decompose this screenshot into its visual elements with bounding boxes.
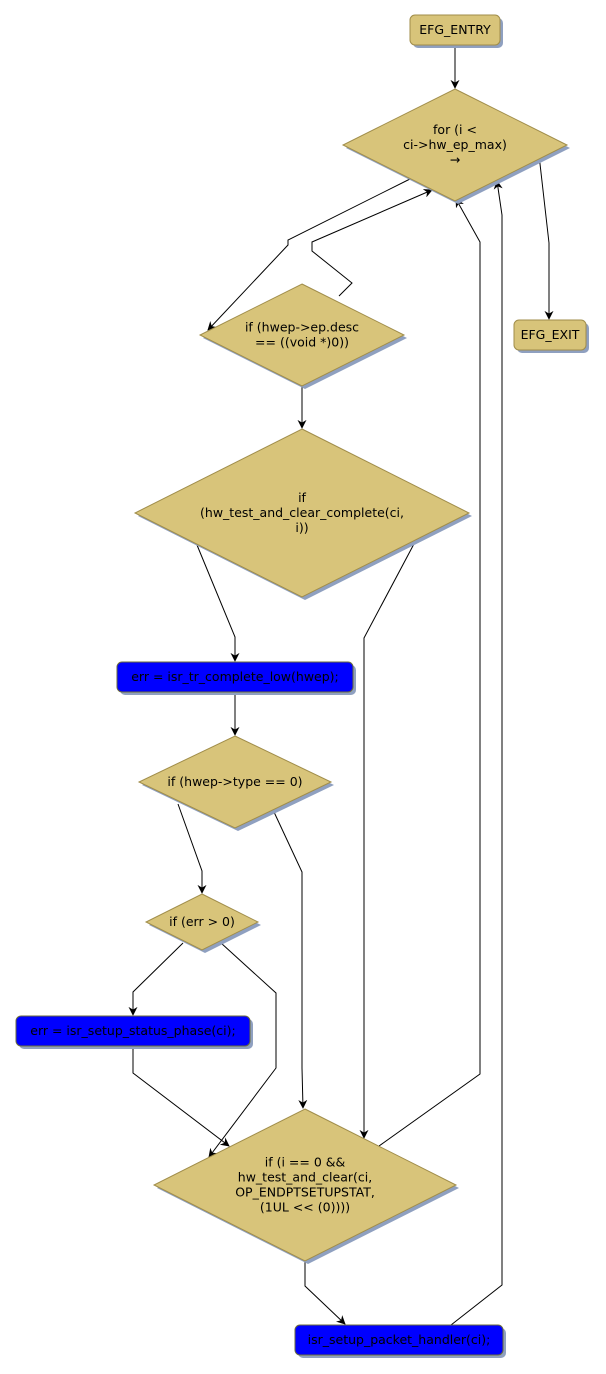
terminal-box (409, 14, 501, 46)
node-label-line: isr_setup_packet_handler(ci); (308, 1332, 491, 1347)
node-exit[interactable]: EFG_EXIT (513, 319, 589, 353)
statement-box (15, 1015, 251, 1047)
node-label-line: i)) (295, 520, 308, 535)
node-label-line: hw_test_and_clear(ci, (238, 1170, 372, 1185)
node-label-line: for (i < (433, 122, 477, 137)
node-label-line: == ((void *)0)) (255, 335, 349, 350)
edge-if-type-to-if-err (177, 803, 207, 894)
node-status-phase[interactable]: err = isr_setup_status_phase(ci); (15, 1015, 253, 1049)
decision-diamond (137, 735, 333, 829)
node-packet-handler[interactable]: isr_setup_packet_handler(ci); (294, 1324, 506, 1358)
decision-diamond (152, 1108, 458, 1262)
edge-if-err-to-if-setup (208, 942, 277, 1158)
node-label-line: (hw_test_and_clear_complete(ci, (200, 505, 404, 520)
edge-packet-handler-to-for-loop (450, 180, 503, 1326)
node-label-line: EFG_ENTRY (419, 22, 491, 37)
node-entry[interactable]: EFG_ENTRY (409, 14, 503, 48)
edge-for-loop-to-exit (538, 154, 554, 320)
node-label-line: if (hwep->ep.desc (245, 320, 359, 335)
node-if-err[interactable]: if (err > 0) (144, 893, 261, 953)
edge-if-complete-to-if-setup (359, 541, 416, 1139)
node-if-type[interactable]: if (hwep->type == 0) (137, 735, 334, 831)
node-label-line: EFG_EXIT (521, 327, 580, 342)
decision-diamond (144, 893, 260, 951)
terminal-box (513, 319, 587, 351)
edge-if-complete-to-tr-complete (196, 544, 240, 662)
edges-layer (128, 45, 554, 1326)
node-label-line: OP_ENDPTSETUPSTAT, (235, 1185, 375, 1200)
node-label-line: if (hwep->type == 0) (167, 774, 302, 789)
node-label-line: if (err > 0) (169, 914, 235, 929)
edge-if-type-to-if-setup (273, 811, 308, 1109)
decision-diamond (341, 88, 569, 202)
node-for-loop[interactable]: for (i <ci->hw_ep_max)→ (341, 88, 570, 204)
node-tr-complete[interactable]: err = isr_tr_complete_low(hwep); (116, 661, 356, 695)
node-label-line: (1UL << (0)))) (260, 1200, 350, 1215)
edge-status-phase-to-if-setup (132, 1046, 230, 1147)
node-label-line: ci->hw_ep_max) (403, 137, 507, 152)
node-if-desc[interactable]: if (hwep->ep.desc== ((void *)0)) (198, 283, 407, 389)
edge-if-setup-to-packet-handler (304, 1261, 346, 1325)
node-if-complete[interactable]: if(hw_test_and_clear_complete(ci,i)) (133, 428, 472, 600)
node-if-setup[interactable]: if (i == 0 &&hw_test_and_clear(ci,OP_END… (152, 1108, 459, 1264)
statement-box (294, 1324, 504, 1356)
node-label-line: if (i == 0 && (265, 1155, 346, 1170)
decision-diamond (133, 428, 471, 598)
edge-if-desc-to-for-loop (311, 189, 433, 297)
node-label-line: err = isr_setup_status_phase(ci); (30, 1023, 235, 1038)
node-label-line: → (450, 152, 460, 167)
edge-if-setup-to-for-loop (378, 198, 481, 1147)
node-label-line: if (298, 490, 306, 505)
node-label-line: err = isr_tr_complete_low(hwep); (131, 669, 339, 684)
decision-diamond (198, 283, 406, 387)
edge-for-loop-to-if-desc (207, 178, 411, 331)
statement-box (116, 661, 354, 693)
edge-if-err-to-status-phase (128, 942, 184, 1016)
